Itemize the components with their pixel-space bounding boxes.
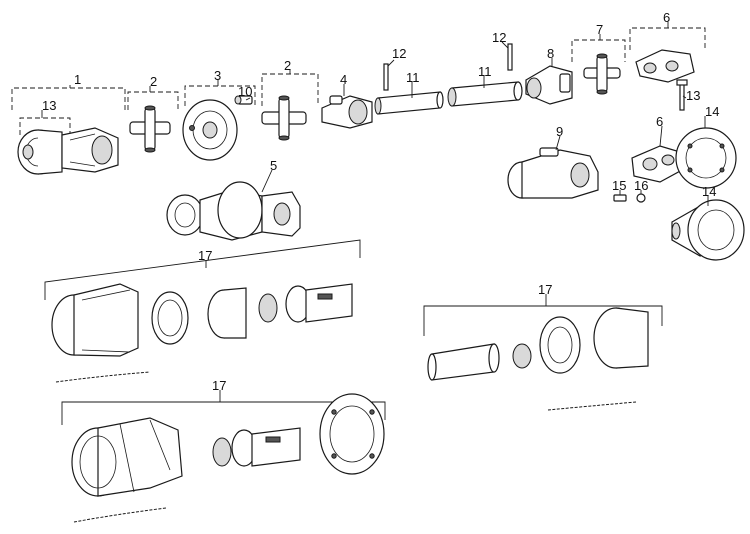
group-brackets xyxy=(11,27,706,135)
callout-2b: 2 xyxy=(284,58,291,73)
part-5-cv-assembly xyxy=(166,181,301,241)
callout-14a: 14 xyxy=(705,104,719,119)
callout-10: 10 xyxy=(238,84,252,99)
guard-17c-parts xyxy=(71,393,385,523)
part-3-cv-body xyxy=(182,99,238,161)
callout-6b: 6 xyxy=(656,114,663,129)
callout-17b: 17 xyxy=(538,282,552,297)
callout-16: 16 xyxy=(634,178,648,193)
callout-3: 3 xyxy=(214,68,221,83)
part-9-yoke-assembly xyxy=(507,147,599,199)
bracket-2a xyxy=(127,91,179,110)
callout-15: 15 xyxy=(612,178,626,193)
part-12b-spring-pin xyxy=(507,43,513,71)
leader-lines xyxy=(41,22,709,402)
callout-11b: 11 xyxy=(478,64,492,79)
guard-brackets xyxy=(44,239,663,425)
part-6b-flange xyxy=(631,145,683,183)
callout-11a: 11 xyxy=(406,70,420,85)
bracket-17b xyxy=(423,305,663,336)
callout-8: 8 xyxy=(547,46,554,61)
part-11b-outer-tube xyxy=(447,81,523,107)
bracket-17c xyxy=(61,401,386,425)
callout-13a: 13 xyxy=(42,98,56,113)
bracket-17a xyxy=(44,239,361,300)
bracket-2b xyxy=(261,73,319,106)
callout-12a: 12 xyxy=(392,46,406,61)
bracket-1 xyxy=(11,87,126,110)
part-1-yoke-clutch xyxy=(61,127,119,173)
callout-labels: 1 13 2 3 2 4 12 11 11 12 8 7 6 10 13 14 … xyxy=(42,10,719,393)
part-7-cross xyxy=(583,53,621,95)
callout-17c: 17 xyxy=(212,378,226,393)
part-13-bearing-ring xyxy=(17,129,63,175)
part-12a-spring-pin xyxy=(383,63,389,91)
part-2a-cross xyxy=(129,105,171,153)
guard-17a-parts xyxy=(51,283,353,383)
part-15-bolt xyxy=(613,194,627,202)
part-11a-inner-tube xyxy=(374,91,444,115)
part-6a-flange-yoke xyxy=(635,49,695,83)
bracket-13 xyxy=(19,117,71,135)
bracket-3 xyxy=(184,85,256,106)
callout-9: 9 xyxy=(556,124,563,139)
callout-5: 5 xyxy=(270,158,277,173)
part-8-outer-yoke xyxy=(525,65,573,105)
callout-2a: 2 xyxy=(150,74,157,89)
guard-17b-parts xyxy=(427,307,649,411)
callout-17a: 17 xyxy=(198,248,212,263)
callout-6a: 6 xyxy=(663,10,670,25)
part-16-nut xyxy=(636,193,646,203)
part-14a-clutch-housing xyxy=(675,127,737,189)
bracket-7 xyxy=(571,39,626,62)
callout-1: 1 xyxy=(74,72,81,87)
part-10-pin xyxy=(234,95,253,105)
callout-13b: 13 xyxy=(686,88,700,103)
callout-14b: 14 xyxy=(702,184,716,199)
callout-12b: 12 xyxy=(492,30,506,45)
part-14b-clutch-assembly xyxy=(671,199,745,261)
bracket-6a xyxy=(629,27,706,50)
part-4-inner-yoke xyxy=(321,95,373,129)
callout-4: 4 xyxy=(340,72,347,87)
callout-7: 7 xyxy=(596,22,603,37)
part-2b-cross xyxy=(261,95,307,141)
